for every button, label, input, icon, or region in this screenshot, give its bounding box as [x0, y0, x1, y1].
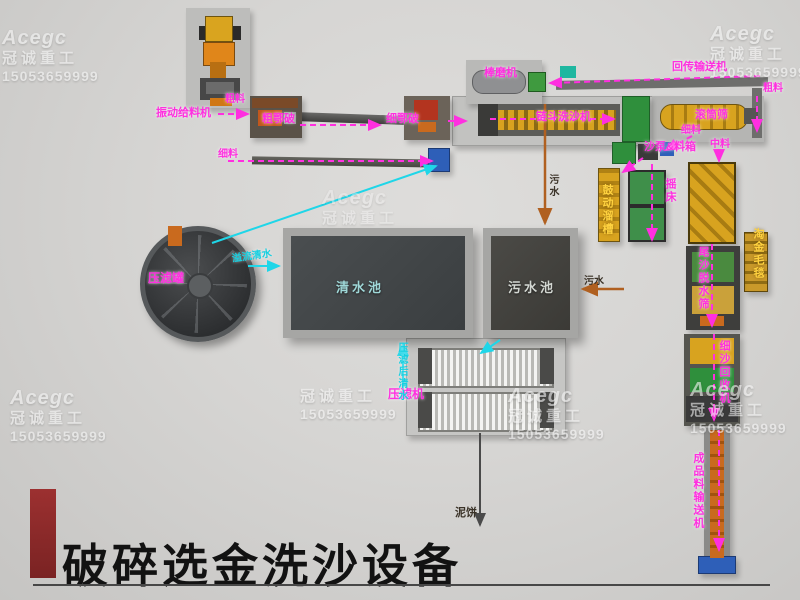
washer-hood — [478, 104, 498, 136]
tank-feed-pipe — [168, 226, 182, 246]
flow-arrow — [664, 135, 693, 151]
label-mud-cake: 泥饼 — [455, 507, 477, 519]
label-fine-jaw-crusher: 细鄂破 — [386, 113, 419, 125]
gold-sluice-left — [598, 168, 620, 242]
sewage-flow-arrows — [537, 104, 624, 297]
gold-blanket-strips — [744, 232, 768, 292]
wheel-loader — [199, 26, 207, 40]
label-coarse-jaw-crusher: 粗鄂破 — [262, 113, 295, 125]
label-sewage-down: 污水 — [547, 174, 558, 198]
loader-cab — [205, 16, 233, 42]
label-coarse-material-top: 粗料 — [225, 94, 245, 105]
label-fine-sand-recycler: 细沙回收机 — [718, 340, 730, 405]
chain-bucket-washer-chain — [498, 110, 616, 130]
vibrating-feeder-body — [210, 98, 232, 106]
label-fine-material-right: 细料 — [681, 125, 701, 136]
title-accent-bar — [30, 489, 56, 578]
sewage-pool — [483, 228, 578, 338]
rod-mill-cylinder — [472, 70, 526, 94]
clear-water-arrows — [211, 164, 501, 398]
label-rod-mill: 棒磨机 — [484, 67, 517, 79]
sand-hopper-box — [638, 144, 658, 160]
label-return-conveyor: 回传输送机 — [672, 61, 727, 73]
label-medium-material: 中料 — [710, 139, 730, 150]
product-conveyor-belt — [710, 430, 724, 558]
pressure-filter-tank — [140, 226, 256, 342]
label-shaking-table: 摇床 — [664, 178, 676, 204]
rod-mill-motor — [528, 72, 546, 92]
fine-jaw-crusher-chute — [418, 122, 436, 132]
feeder-mouth — [206, 82, 234, 94]
label-pressure-filter-tank: 压滤罐 — [148, 271, 185, 285]
flow-arrow — [211, 164, 438, 244]
teal-pump — [560, 66, 576, 78]
filter-press-2 — [418, 392, 554, 432]
label-sand-pump-hopper: 沙泵&料箱 — [644, 141, 696, 153]
label-fine-material-left: 细料 — [218, 149, 238, 160]
label-filter-press: 压滤机 — [388, 387, 425, 401]
recycler-tank — [690, 338, 734, 364]
coarse-jaw-motor — [284, 112, 296, 124]
material-flow-arrows — [218, 75, 763, 552]
title-underline — [33, 584, 770, 586]
shaking-table-1 — [628, 170, 666, 206]
gold-sluice-right — [688, 162, 736, 244]
label-coarse-material-right: 粗料 — [763, 83, 783, 94]
label-gold-sluice: 鼓动溜槽 — [601, 184, 613, 236]
label-product-conveyor: 成品料输送机 — [692, 452, 704, 530]
page-title: 破碎选金洗沙设备 — [62, 540, 462, 592]
label-vibrating-feeder: 振动给料机 — [156, 107, 211, 119]
label-sewage-side: 污水 — [584, 276, 604, 287]
coarse-jaw-crusher-unit — [258, 110, 282, 126]
slurry-pump-green — [622, 96, 650, 142]
loader-arm — [210, 62, 226, 78]
flow-arrow — [621, 157, 644, 174]
drum-screen-cylinder — [660, 104, 748, 130]
coarse-jaw-crusher-top — [252, 98, 298, 108]
label-filtered-clear-water: 压滤后清水 — [396, 342, 407, 402]
recycler-pump — [690, 368, 734, 392]
flow-arrow — [548, 75, 761, 89]
label-tailing-dewatering-screen: 尾沙脱水筛 — [697, 246, 709, 311]
wheel-loader-wheel — [233, 26, 241, 40]
flow-arrow — [479, 339, 501, 355]
label-sewage-pool: 污水池 — [508, 280, 557, 295]
label-gold-blanket: 淘金毛毯 — [752, 228, 764, 280]
fine-jaw-crusher-unit — [414, 100, 438, 120]
label-clear-water-pool: 清水池 — [336, 280, 385, 295]
label-chain-bucket-washer: 链斗洗沙机 — [536, 111, 591, 123]
label-drum-screen: 滚筒筛 — [695, 109, 728, 121]
clear-water-pool — [283, 228, 473, 338]
